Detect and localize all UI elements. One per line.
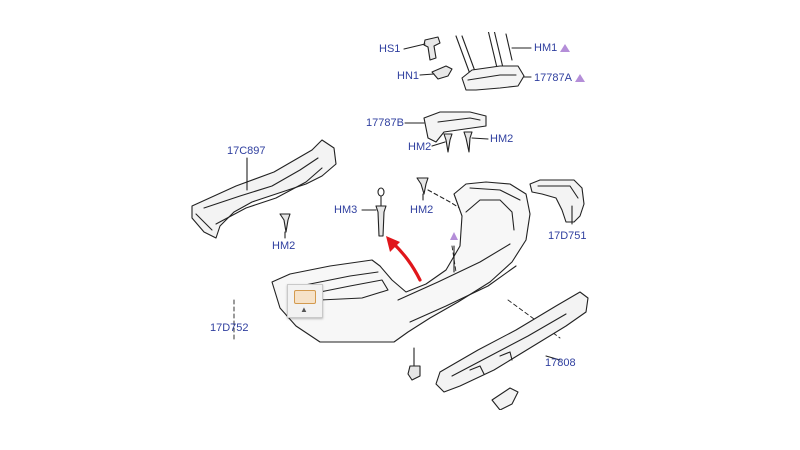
label-17d751: 17D751	[548, 230, 587, 242]
lower-clip-icon	[407, 347, 421, 381]
triangle-marker-icon	[560, 44, 571, 52]
hm3-pin-icon	[361, 187, 387, 237]
support-17c897-icon	[191, 139, 337, 239]
label-hm2-upper-left: HM2	[408, 141, 432, 153]
bracket-17787b-icon	[404, 111, 487, 143]
caret-up-icon: ▲	[300, 305, 308, 314]
label-17787b: 17787B	[366, 117, 404, 129]
bracket-17787a-icon	[461, 65, 532, 91]
hs1-clip-icon	[403, 36, 441, 61]
hm2-fastener-upper-left-icon	[431, 133, 453, 153]
label-hm1: HM1	[534, 42, 571, 54]
label-hs1: HS1	[379, 43, 401, 55]
crop-mask-left-top	[0, 0, 182, 343]
crop-mask-top	[182, 0, 612, 32]
triangle-marker-icon	[574, 74, 585, 82]
label-17808: 17808	[545, 357, 576, 369]
crop-mask-bottom	[394, 410, 800, 450]
diffuser-17808-icon	[435, 291, 589, 393]
label-hm2-left: HM2	[272, 240, 296, 252]
hn1-clip-icon	[419, 65, 453, 80]
trim-17d751-icon	[529, 179, 585, 225]
label-hm1-text: HM1	[534, 42, 558, 54]
crop-mask-bottom-left	[0, 343, 394, 450]
label-hm3: HM3	[334, 204, 358, 216]
hm2-fastener-upper-right-icon	[463, 131, 489, 153]
lower-bracket-icon	[491, 387, 519, 411]
crop-mask-right-top	[612, 0, 800, 410]
color-swatch-icon	[294, 290, 316, 304]
label-hm2-center: HM2	[410, 204, 434, 216]
label-17787a: 17787A	[534, 72, 585, 84]
color-swatch-popup-button[interactable]: ▲	[287, 284, 323, 318]
tie-strap-icon	[455, 29, 532, 75]
bumper-cover-icon	[271, 181, 531, 343]
hm2-fastener-left-icon	[279, 213, 291, 239]
triangle-marker-icon	[450, 232, 458, 240]
label-17787a-text: 17787A	[534, 72, 572, 84]
label-hm2-upper-right: HM2	[490, 133, 514, 145]
red-pointer-arrow-icon	[386, 236, 422, 282]
label-17d752: 17D752	[210, 322, 249, 334]
label-hn1: HN1	[397, 70, 420, 82]
label-17c897: 17C897	[227, 145, 266, 157]
